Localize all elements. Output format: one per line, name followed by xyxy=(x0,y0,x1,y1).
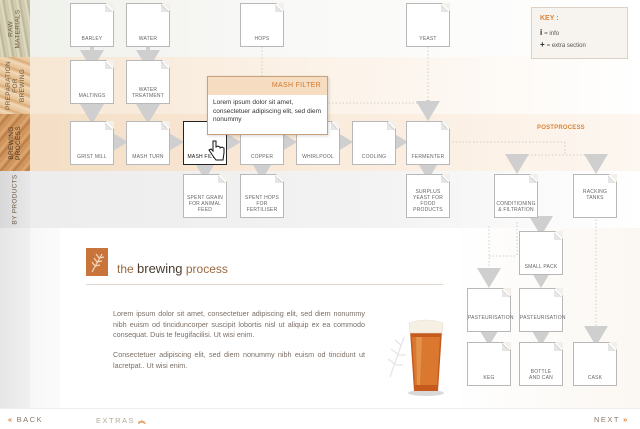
beer-glass-image xyxy=(387,319,444,396)
node-fermenter[interactable]: FERMENTER xyxy=(406,121,450,165)
node-keg[interactable]: KEG xyxy=(467,342,511,386)
node-grist-mill[interactable]: GRIST MILL xyxy=(70,121,114,165)
node-cooling[interactable]: COOLING xyxy=(352,121,396,165)
page-title: the brewing process xyxy=(117,261,228,276)
side-byproducts: BY PRODUCTS xyxy=(0,171,30,228)
double-chevron-right-icon: » xyxy=(623,415,629,424)
next-button[interactable]: NEXT» xyxy=(594,415,629,424)
side-raw-materials: RAW MATERIALS xyxy=(0,0,30,57)
info-panel xyxy=(60,228,460,410)
info-icon: i xyxy=(540,28,543,37)
node-spent-hops[interactable]: SPENT HOPS FOR FERTILISER xyxy=(240,174,284,218)
side-brewing: BREWING PROCESS xyxy=(0,114,30,171)
tooltip-title: MASH FILTER xyxy=(208,77,327,95)
node-racking-tanks[interactable]: RACKING TANKS xyxy=(573,174,617,218)
node-hops[interactable]: HOPS xyxy=(240,3,284,47)
double-chevron-up-icon: ︽ xyxy=(138,416,148,425)
node-conditioning[interactable]: CONDITIONING & FILTRATION xyxy=(494,174,538,218)
node-yeast[interactable]: YEAST xyxy=(406,3,450,47)
double-chevron-left-icon: « xyxy=(8,415,14,424)
node-barley[interactable]: BARLEY xyxy=(70,3,114,47)
hand-cursor-icon xyxy=(208,140,225,161)
node-maltings[interactable]: MALTINGS xyxy=(70,60,114,104)
wheat-logo-icon xyxy=(86,248,108,276)
node-water-treatment[interactable]: WATER TREATMENT xyxy=(126,60,170,104)
key-extra-row: += extra section xyxy=(540,40,586,49)
node-cask[interactable]: CASK xyxy=(573,342,617,386)
node-surplus-yeast[interactable]: SURPLUS YEAST FOR FOOD PRODUCTS xyxy=(406,174,450,218)
key-title: KEY : xyxy=(540,15,559,22)
node-mash-turn[interactable]: MASH TURN xyxy=(126,121,170,165)
key-legend: KEY : i= info += extra section xyxy=(531,7,628,59)
side-preparation: PREPARATION FOR BREWING xyxy=(0,57,30,114)
body-paragraph-1: Lorem ipsum dolor sit amet, consectetuer… xyxy=(113,309,365,339)
node-spent-grain[interactable]: SPENT GRAIN FOR ANIMAL FEED xyxy=(183,174,227,218)
footer-nav: «BACK EXTRAS︽ NEXT» xyxy=(0,408,640,429)
node-water[interactable]: WATER xyxy=(126,3,170,47)
node-small-pack[interactable]: SMALL PACK xyxy=(519,231,563,275)
extras-button[interactable]: EXTRAS︽ xyxy=(96,416,148,425)
plus-icon: + xyxy=(540,40,545,49)
back-button[interactable]: «BACK xyxy=(8,415,44,424)
tooltip-body: Lorem ipsum dolor sit amet, consectetuer… xyxy=(213,99,322,123)
title-divider xyxy=(86,284,443,285)
postprocess-label: POSTPROCESS xyxy=(537,125,585,131)
flow-connectors xyxy=(80,47,608,346)
body-paragraph-2: Consectetuer adipiscing elit, sed diem n… xyxy=(113,350,365,370)
node-bottle-can[interactable]: BOTTLE AND CAN xyxy=(519,342,563,386)
side-lower xyxy=(0,228,30,408)
tooltip-mash-filter: MASH FILTER Lorem ipsum dolor sit amet, … xyxy=(207,76,328,135)
node-pasteurisation-1[interactable]: PASTEURISATION xyxy=(467,288,513,332)
node-pasteurisation-2[interactable]: PASTEURISATION xyxy=(519,288,565,332)
key-info-row: i= info xyxy=(540,28,560,37)
